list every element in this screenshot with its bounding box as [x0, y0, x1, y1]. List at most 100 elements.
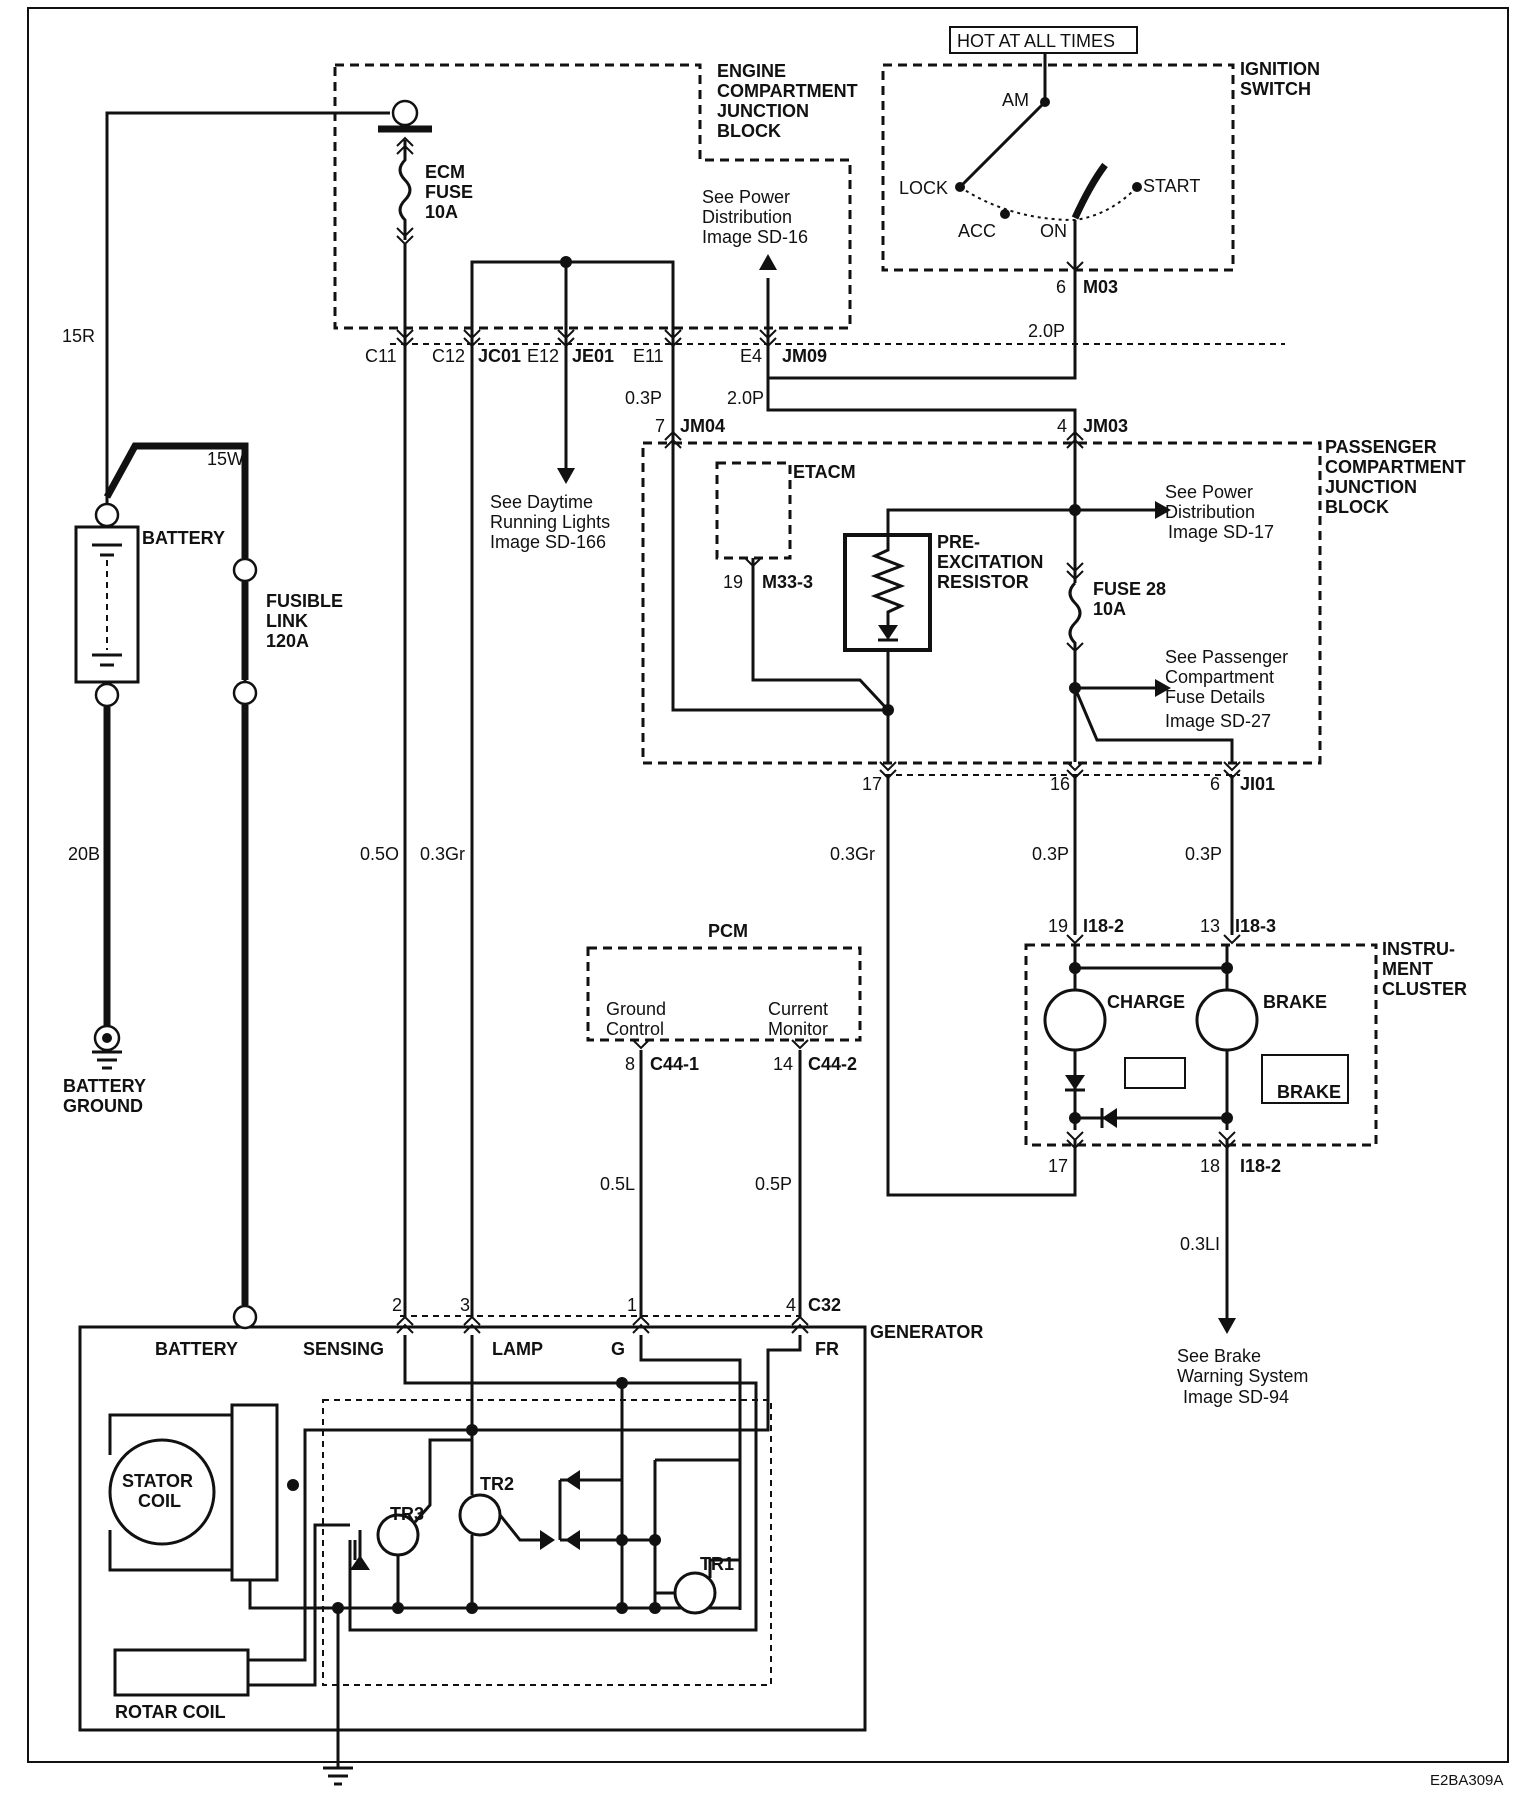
pcm-current-2: Monitor — [768, 1019, 828, 1039]
pcjb-label-1: PASSENGER — [1325, 437, 1437, 457]
conn-p19b: 19 — [1048, 916, 1068, 936]
ref-power17-1: See Power — [1165, 482, 1253, 502]
footer-code: E2BA309A — [1430, 1772, 1503, 1789]
conn-jm09: JM09 — [782, 346, 827, 366]
brake-label: BRAKE — [1263, 992, 1327, 1012]
conn-i182b: I18-2 — [1240, 1156, 1281, 1176]
preexc-1: PRE- — [937, 532, 980, 552]
conn-c441: C44-1 — [650, 1054, 699, 1074]
ref-brakews-3: Image SD-94 — [1183, 1387, 1289, 1407]
ign-am: AM — [1002, 90, 1029, 110]
wire-15r-label: 15R — [62, 326, 95, 346]
conn-jm04: JM04 — [680, 416, 725, 436]
wire-20p-label-b: 2.0P — [727, 388, 764, 408]
pcm-current-1: Current — [768, 999, 828, 1019]
conn-p6b: 6 — [1210, 774, 1220, 794]
conn-c12: C12 — [432, 346, 465, 366]
tr1-transistor — [673, 1571, 717, 1615]
tr2-transistor — [458, 1493, 502, 1537]
conn-c442: C44-2 — [808, 1054, 857, 1074]
ecm-fuse-1: ECM — [425, 162, 465, 182]
ref-brakews-2: Warning System — [1177, 1366, 1308, 1386]
conn-e11: E11 — [633, 346, 664, 366]
ref-pcfuse-4: Image SD-27 — [1165, 711, 1271, 731]
conn-c32: C32 — [808, 1295, 841, 1315]
ign-start: START — [1143, 176, 1200, 196]
ref-pcfuse-2: Compartment — [1165, 667, 1274, 687]
ref-drl-1: See Daytime — [490, 492, 593, 512]
wire-03gr-label: 0.3Gr — [420, 844, 465, 864]
ref-drl-2: Running Lights — [490, 512, 610, 532]
ign-lock: LOCK — [899, 178, 948, 198]
pcjb-label-3: JUNCTION — [1325, 477, 1417, 497]
ref-brakews-1: See Brake — [1177, 1346, 1261, 1366]
batt-ground-1: BATTERY — [63, 1076, 146, 1096]
conn-p16: 16 — [1050, 774, 1070, 794]
wire-03p-b-label: 0.3P — [1032, 844, 1069, 864]
ref-drl-3: Image SD-166 — [490, 532, 606, 552]
passenger-junction-block-box — [641, 441, 1322, 765]
preexc-3: RESISTOR — [937, 572, 1029, 592]
fuse28-2: 10A — [1093, 599, 1126, 619]
generator-label: GENERATOR — [870, 1322, 983, 1342]
ecjb-label-3: JUNCTION — [717, 101, 809, 121]
ign-acc: ACC — [958, 221, 996, 241]
wire-05l-label: 0.5L — [600, 1174, 635, 1194]
wire-03li-label: 0.3LI — [1180, 1234, 1220, 1254]
ecjb-label-4: BLOCK — [717, 121, 781, 141]
wire-03gr-17 — [886, 775, 1077, 1197]
conn-i183: I18-3 — [1235, 916, 1276, 936]
brake-icon-label: BRAKE — [1277, 1082, 1341, 1102]
ref-pcfuse-1: See Passenger — [1165, 647, 1288, 667]
wire-20p-ign — [768, 262, 1077, 380]
ic-label-1: INSTRU- — [1382, 939, 1455, 959]
ref-power17-2: Distribution — [1165, 502, 1255, 522]
wire-03p-c-label: 0.3P — [1185, 844, 1222, 864]
gen-term-g: G — [611, 1339, 625, 1359]
pcm-ground-2: Control — [606, 1019, 664, 1039]
diagram-frame — [27, 7, 1509, 1763]
fuse28-symbol — [1068, 581, 1082, 762]
hot-at-all-times-label: HOT AT ALL TIMES — [957, 31, 1115, 51]
conn-p2: 2 — [392, 1295, 402, 1315]
conn-e12: E12 — [527, 346, 559, 366]
gen-term-lamp: LAMP — [492, 1339, 543, 1359]
rotor-label: ROTAR COIL — [115, 1702, 226, 1722]
battery-label: BATTERY — [142, 528, 225, 548]
gen-term-fr: FR — [815, 1339, 839, 1359]
conn-jc01: JC01 — [478, 346, 521, 366]
connector-marks — [396, 261, 1241, 1334]
conn-p3: 3 — [460, 1295, 470, 1315]
batt-ground-2: GROUND — [63, 1096, 143, 1116]
wire-03gr-b-label: 0.3Gr — [830, 844, 875, 864]
ign-label-2: SWITCH — [1240, 79, 1311, 99]
pcjb-label-2: COMPARTMENT — [1325, 457, 1466, 477]
wire-03p-label-a: 0.3P — [625, 388, 662, 408]
charge-label: CHARGE — [1107, 992, 1185, 1012]
ignition-switch: AM LOCK ACC ON START — [899, 53, 1200, 262]
pcm-ground-1: Ground — [606, 999, 666, 1019]
etacm-box — [715, 461, 792, 560]
conn-p17a: 17 — [862, 774, 882, 794]
ecm-fuse-2: FUSE — [425, 182, 473, 202]
ref-power16-1: See Power — [702, 187, 790, 207]
ignition-switch-box — [881, 63, 1235, 272]
conn-p14: 14 — [773, 1054, 793, 1074]
stator-2: COIL — [138, 1491, 181, 1511]
conn-p4b: 4 — [786, 1295, 796, 1315]
conn-ji01: JI01 — [1240, 774, 1275, 794]
conn-i182a: I18-2 — [1083, 916, 1124, 936]
conn-p17b: 17 — [1048, 1156, 1068, 1176]
conn-m333: M33-3 — [762, 572, 813, 592]
gen-term-sensing: SENSING — [303, 1339, 384, 1359]
conn-p1: 1 — [627, 1295, 637, 1315]
tr1-label: TR1 — [700, 1554, 734, 1574]
conn-p6: 6 — [1056, 277, 1066, 297]
brake-lamp — [1195, 988, 1259, 1052]
conn-jm03: JM03 — [1083, 416, 1128, 436]
conn-p18: 18 — [1200, 1156, 1220, 1176]
conn-p19a: 19 — [723, 572, 743, 592]
ign-label-1: IGNITION — [1240, 59, 1320, 79]
etacm-label: ETACM — [793, 462, 856, 482]
